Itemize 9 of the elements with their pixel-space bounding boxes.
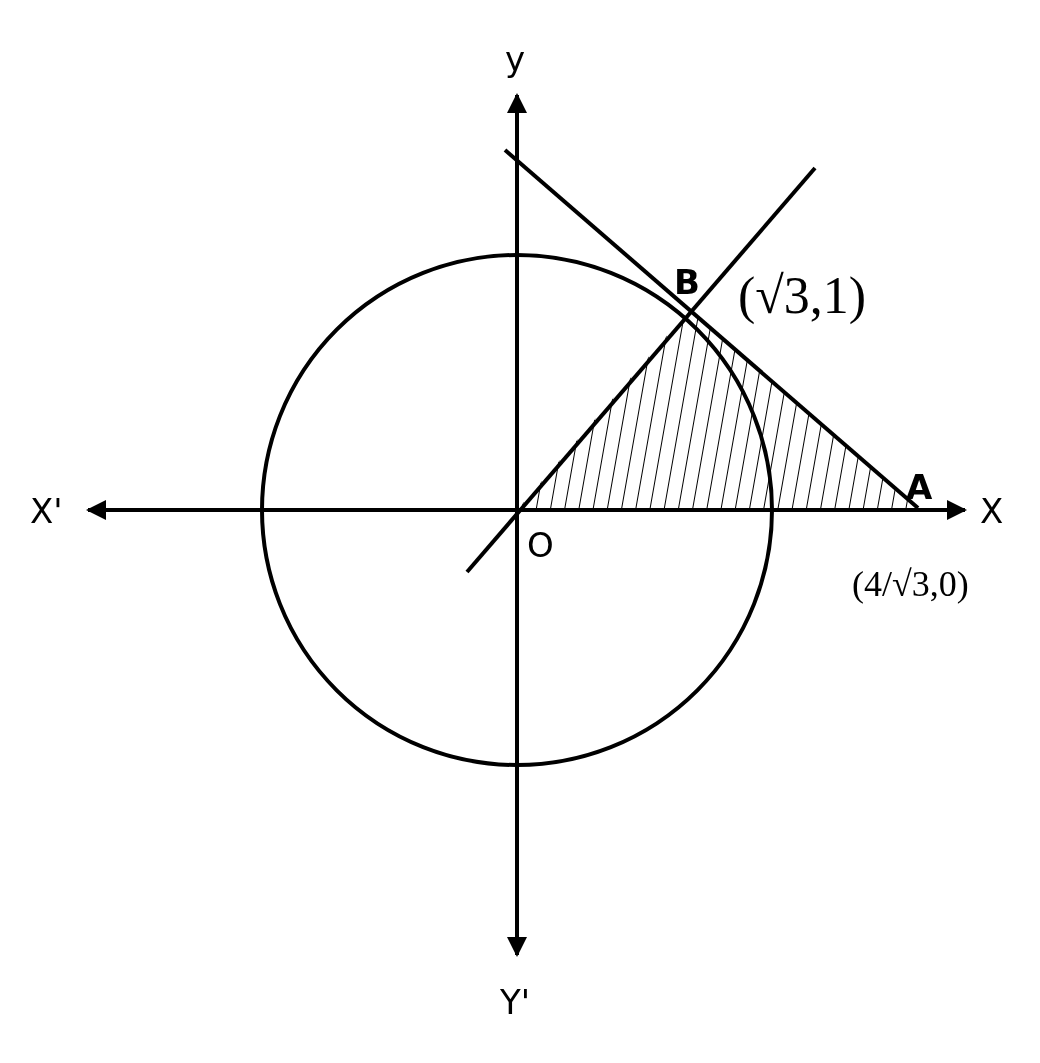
axis-label: y [505, 42, 526, 76]
axis-label: Y' [500, 985, 531, 1019]
axis-label: X' [30, 494, 63, 528]
origin-label: O [527, 528, 554, 562]
axis-label: X [980, 494, 1004, 528]
point-label: B [674, 265, 700, 299]
coordinate-label: (4/√3,0) [852, 566, 969, 602]
point-label: A [906, 470, 933, 504]
coordinate-label: (√3,1) [738, 270, 867, 322]
